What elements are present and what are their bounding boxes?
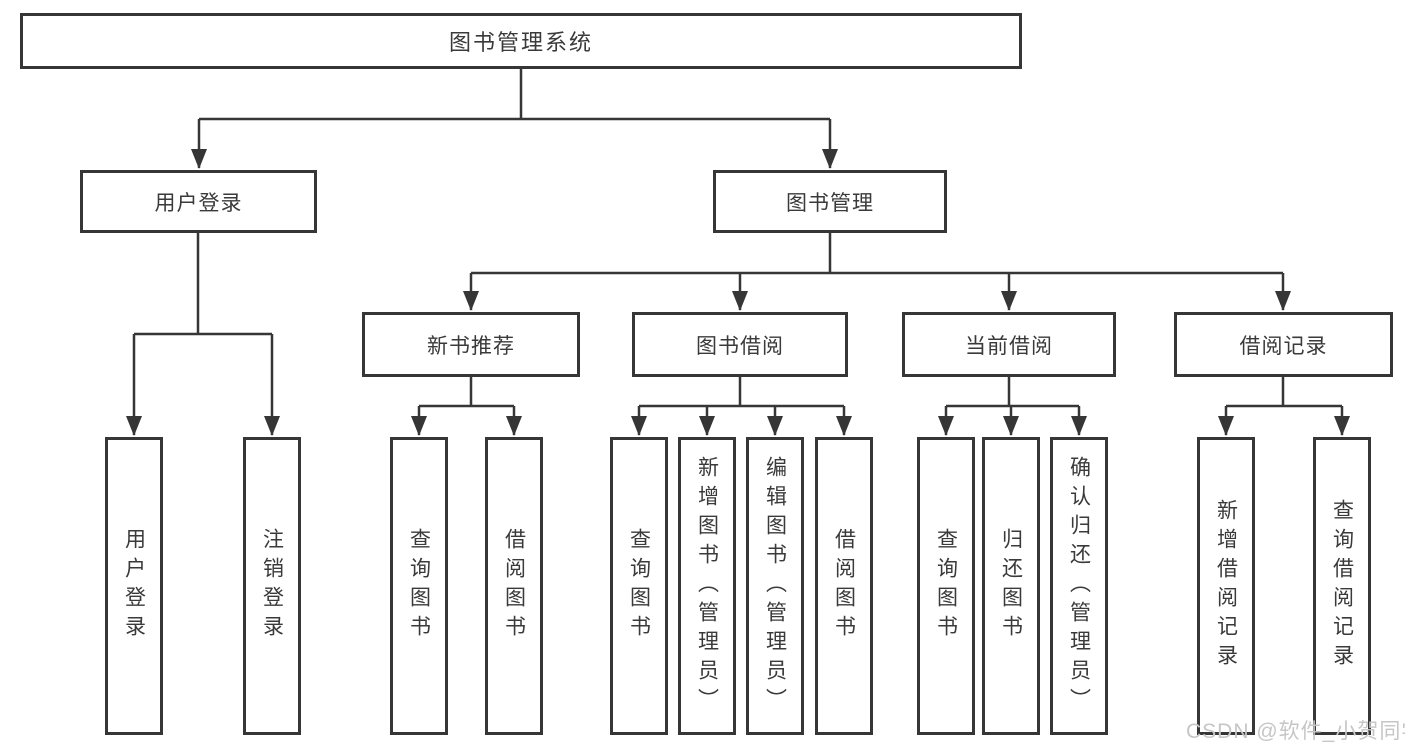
node-user-login-branch: 用户登录 (80, 170, 317, 233)
node-edit-books-admin: 编辑图书（管理员） (746, 437, 804, 735)
node-confirm-return-admin-label: 确认归还（管理员） (1067, 455, 1091, 717)
node-logout: 注销登录 (243, 437, 301, 735)
node-book-management-label: 图书管理 (786, 191, 874, 215)
node-query-borrow-record-label: 查询借阅记录 (1330, 499, 1354, 673)
node-borrow-books-recommend: 借阅图书 (485, 437, 543, 735)
node-query-books-borrowing: 查询图书 (610, 437, 668, 735)
node-user-login-branch-label: 用户登录 (154, 191, 243, 215)
node-current-borrowing: 当前借阅 (902, 312, 1116, 377)
node-borrow-books-label: 借阅图书 (832, 528, 856, 644)
node-add-books-admin: 新增图书（管理员） (678, 437, 736, 735)
csdn-watermark: CSDN @软件_小贺同学 (1186, 720, 1405, 743)
node-borrowing-records: 借阅记录 (1174, 312, 1393, 377)
node-borrow-books: 借阅图书 (815, 437, 873, 735)
node-query-books-recommend: 查询图书 (390, 437, 448, 735)
node-logout-label: 注销登录 (260, 528, 284, 644)
node-query-books-recommend-label: 查询图书 (407, 528, 431, 644)
node-add-borrow-record-label: 新增借阅记录 (1214, 499, 1238, 673)
node-query-books-borrowing-label: 查询图书 (627, 528, 651, 644)
node-query-books-current-label: 查询图书 (934, 528, 958, 644)
node-library-management-system-label: 图书管理系统 (448, 30, 593, 55)
node-library-management-system: 图书管理系统 (20, 13, 1022, 69)
node-add-borrow-record: 新增借阅记录 (1197, 437, 1255, 735)
node-add-books-admin-label: 新增图书（管理员） (695, 455, 719, 717)
node-user-login: 用户登录 (105, 437, 163, 735)
node-return-books: 归还图书 (982, 437, 1040, 735)
node-borrow-books-recommend-label: 借阅图书 (502, 528, 526, 644)
node-confirm-return-admin: 确认归还（管理员） (1050, 437, 1108, 735)
node-user-login-label: 用户登录 (122, 528, 146, 644)
node-book-management: 图书管理 (713, 170, 947, 233)
node-query-books-current: 查询图书 (917, 437, 975, 735)
node-current-borrowing-label: 当前借阅 (965, 334, 1053, 358)
node-book-borrowing: 图书借阅 (632, 312, 848, 377)
node-new-book-recommendation: 新书推荐 (362, 312, 580, 377)
node-book-borrowing-label: 图书借阅 (696, 334, 784, 358)
node-return-books-label: 归还图书 (999, 528, 1023, 644)
node-edit-books-admin-label: 编辑图书（管理员） (763, 455, 787, 717)
node-query-borrow-record: 查询借阅记录 (1313, 437, 1371, 735)
node-new-book-recommendation-label: 新书推荐 (427, 334, 515, 358)
node-borrowing-records-label: 借阅记录 (1239, 334, 1328, 358)
